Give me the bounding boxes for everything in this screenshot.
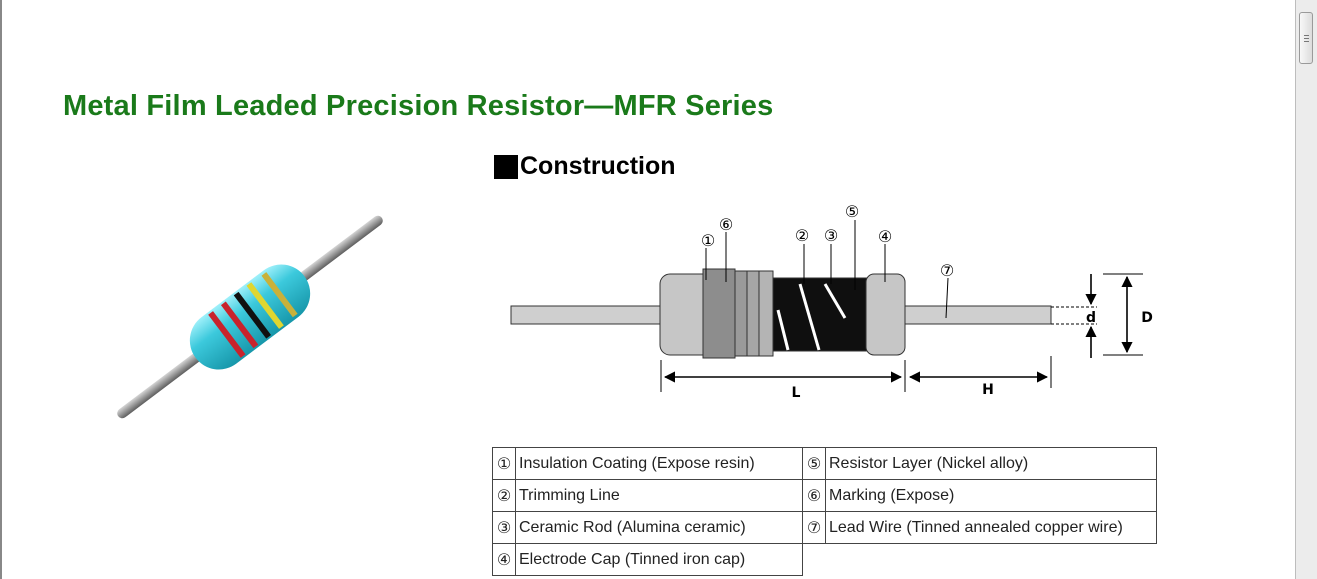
legend-description: Trimming Line — [515, 479, 803, 512]
legend-description: Electrode Cap (Tinned iron cap) — [515, 543, 803, 576]
vertical-scrollbar[interactable] — [1295, 0, 1317, 579]
callout-6: ⑥ — [719, 215, 733, 234]
legend-number: ④ — [492, 543, 516, 576]
scrollbar-thumb[interactable] — [1299, 12, 1313, 64]
dimension-d-label: d — [1086, 310, 1096, 326]
legend-number: ③ — [492, 511, 516, 544]
legend-description: Marking (Expose) — [825, 479, 1157, 512]
dimension-L-label: L — [792, 385, 801, 401]
trimming-line — [798, 283, 821, 351]
callout-1: ① — [701, 231, 715, 250]
window-frame-edge — [0, 0, 2, 579]
resistor-layer — [772, 277, 868, 352]
photo-band-red-1 — [208, 311, 246, 358]
photo-band-black — [233, 291, 272, 339]
legend-number: ⑥ — [802, 479, 826, 512]
legend-description: Resistor Layer (Nickel alloy) — [825, 447, 1157, 480]
table-row: ① Insulation Coating (Expose resin) ⑤ Re… — [492, 447, 1157, 480]
legend-empty-cell — [802, 543, 1157, 576]
marking-band — [746, 270, 760, 357]
legend-description: Insulation Coating (Expose resin) — [515, 447, 803, 480]
electrode-cap-right — [865, 273, 906, 356]
page-title: Metal Film Leaded Precision Resistor―MFR… — [63, 90, 774, 122]
photo-lead-left — [117, 345, 212, 419]
dimension-D-label: D — [1141, 310, 1153, 326]
legend-table: ① Insulation Coating (Expose resin) ⑤ Re… — [492, 447, 1157, 576]
section-heading: Construction — [494, 152, 676, 181]
photo-band-gold — [261, 272, 298, 318]
table-row: ③ Ceramic Rod (Alumina ceramic) ⑦ Lead W… — [492, 511, 1157, 544]
callout-3: ③ — [824, 226, 838, 245]
callout-4: ④ — [878, 227, 892, 246]
dimension-H-label: H — [982, 382, 994, 398]
photo-lead-right — [288, 215, 383, 289]
trimming-line — [823, 283, 847, 319]
marking-band — [734, 270, 748, 357]
callout-2: ② — [795, 226, 809, 245]
resistor-photo — [117, 215, 383, 419]
construction-diagram: ① ⑥ ② ③ ⑤ ④ ⑦ L H d D — [510, 202, 1153, 401]
table-row: ④ Electrode Cap (Tinned iron cap) — [492, 543, 1157, 576]
legend-number: ② — [492, 479, 516, 512]
callout-5: ⑤ — [845, 202, 859, 221]
marking-band — [758, 270, 774, 357]
lead-wire-right — [904, 305, 1052, 325]
heading-square-icon — [494, 154, 518, 179]
lead-wire-left — [510, 305, 662, 325]
legend-number: ⑦ — [802, 511, 826, 544]
trimming-line — [776, 309, 790, 351]
table-row: ② Trimming Line ⑥ Marking (Expose) — [492, 479, 1157, 512]
legend-number: ⑤ — [802, 447, 826, 480]
callout-7: ⑦ — [940, 261, 954, 280]
legend-number: ① — [492, 447, 516, 480]
marking-band — [702, 268, 736, 359]
section-heading-label: Construction — [520, 152, 676, 180]
photo-band-red-2 — [220, 301, 259, 349]
photo-band-yellow — [246, 282, 284, 329]
legend-description: Ceramic Rod (Alumina ceramic) — [515, 511, 803, 544]
legend-description: Lead Wire (Tinned annealed copper wire) — [825, 511, 1157, 544]
